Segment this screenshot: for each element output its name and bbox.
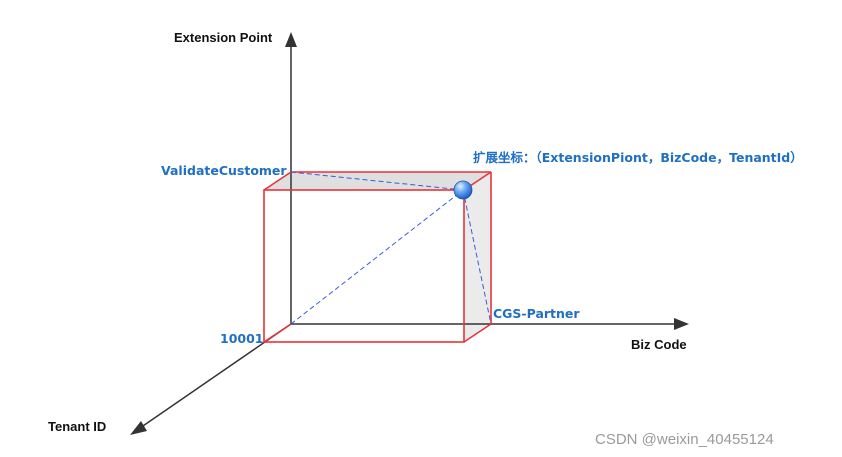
box-edge-bottom-right: [463, 323, 492, 343]
dashed-point-to-bizcode: [462, 189, 492, 325]
z-axis-arrowhead: [130, 421, 147, 435]
extension-point-value-label: ValidateCustomer: [161, 163, 287, 178]
y-axis-arrowhead: [285, 32, 297, 47]
dashed-point-to-extension: [290, 171, 464, 191]
box-front-face: [263, 189, 465, 343]
watermark-text: CSDN @weixin_40455124: [595, 431, 774, 448]
extension-coordinate-point: [453, 180, 473, 200]
dashed-origin-to-point: [290, 189, 464, 325]
projection-lines: [290, 171, 492, 325]
box-top-face: [264, 172, 491, 190]
box-edge-bottom-left: [263, 323, 292, 343]
y-axis-label: Extension Point: [174, 30, 273, 45]
biz-code-value-label: CGS-Partner: [493, 306, 580, 321]
box-edges: [263, 171, 492, 343]
box-edge-top-left: [263, 171, 292, 191]
coordinate-annotation: 扩展坐标：（ExtensionPiont，BizCode，TenantId）: [473, 150, 803, 165]
z-axis-label: Tenant ID: [48, 419, 106, 434]
tenant-value-label: 10001: [220, 331, 264, 346]
x-axis-label: Biz Code: [631, 337, 687, 352]
x-axis-arrowhead: [674, 318, 689, 330]
